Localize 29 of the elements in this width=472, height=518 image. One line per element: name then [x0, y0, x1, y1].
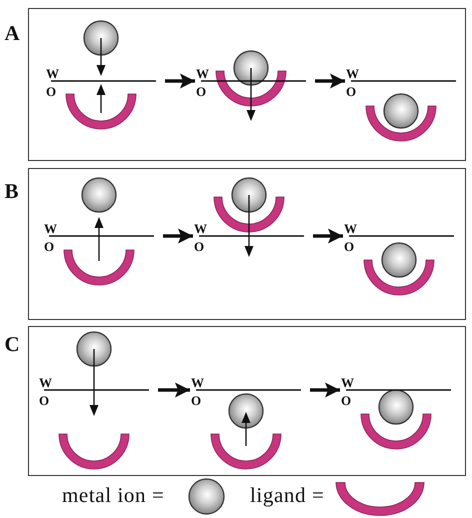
- arrow: [158, 382, 190, 398]
- phase-label: W: [341, 376, 354, 389]
- phase-label: O: [196, 85, 206, 98]
- phase-label: W: [194, 222, 207, 235]
- arrow: [313, 228, 343, 244]
- phase-label: O: [39, 394, 50, 407]
- phase-label: O: [194, 240, 204, 253]
- phase-label: W: [46, 67, 59, 80]
- arrow: [165, 74, 195, 88]
- legend-text: metal ion =: [62, 485, 164, 506]
- phase-label: O: [46, 85, 56, 98]
- phase-label: O: [344, 240, 354, 253]
- panel-letter: C: [4, 334, 20, 355]
- phase-label: W: [44, 222, 57, 235]
- phase-label: O: [346, 85, 356, 98]
- phase-label: O: [44, 240, 54, 253]
- phase-label: O: [191, 394, 202, 407]
- legend-text: ligand =: [250, 485, 324, 506]
- panel-letter: B: [4, 181, 19, 202]
- phase-label: W: [346, 67, 359, 80]
- phase-label: W: [191, 376, 204, 389]
- phase-label: W: [344, 222, 357, 235]
- arrow: [310, 382, 340, 398]
- arrow: [163, 228, 193, 244]
- phase-label: W: [39, 376, 52, 389]
- arrow: [315, 74, 345, 88]
- phase-label: O: [341, 394, 352, 407]
- panel-letter: A: [4, 23, 20, 44]
- phase-label: W: [196, 67, 209, 80]
